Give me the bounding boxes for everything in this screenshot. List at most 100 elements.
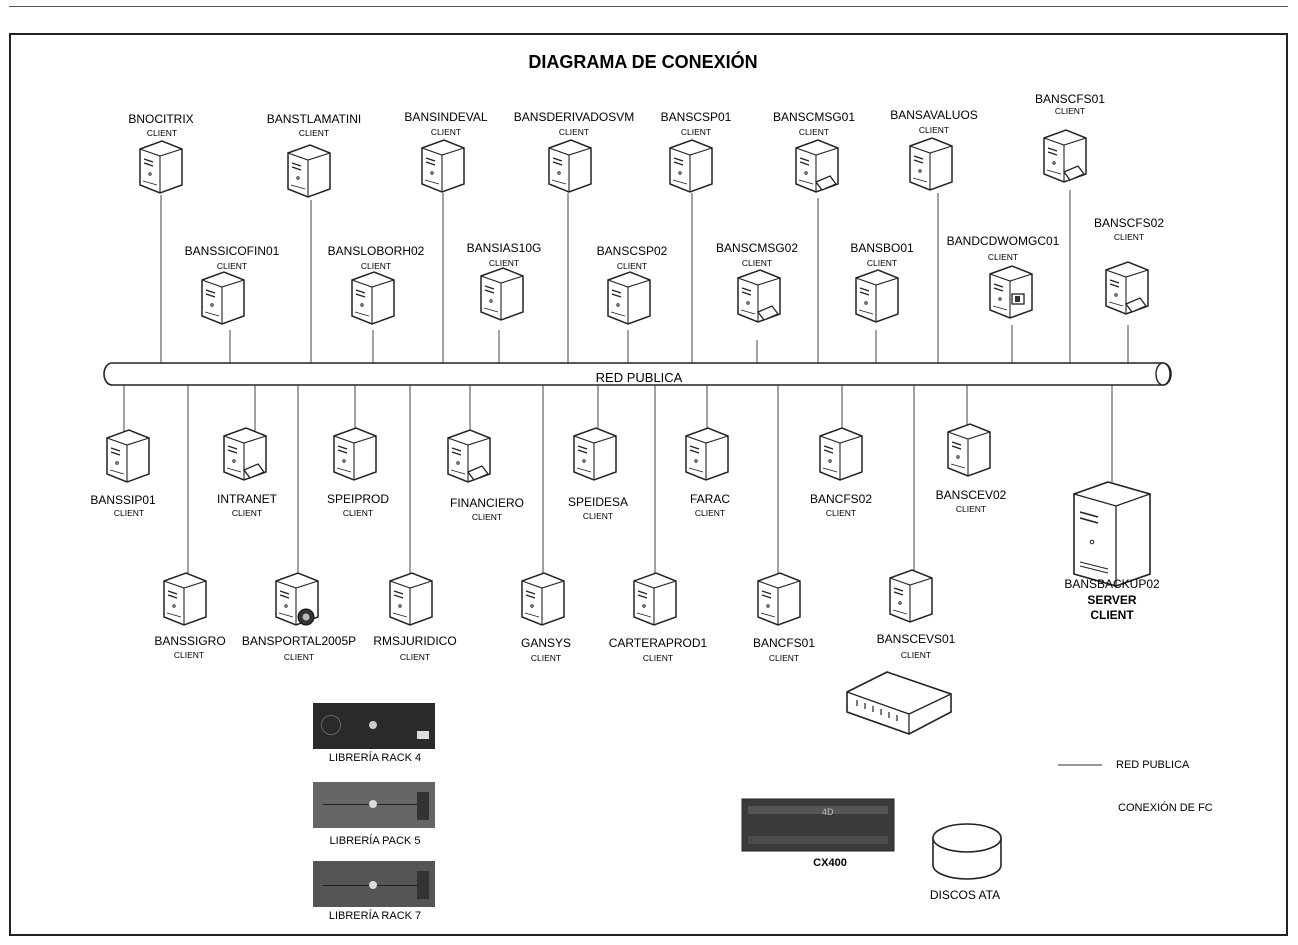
node-bansbackup02-role-server: SERVER bbox=[1087, 593, 1137, 607]
node-bansloborh02-label: BANSLOBORH02 bbox=[327, 244, 425, 258]
rack-7-image bbox=[313, 861, 435, 907]
node-bansderivadosvm-role: CLIENT bbox=[558, 127, 590, 137]
node-banscevs01-label: BANSCEVS01 bbox=[876, 632, 956, 646]
carteraprod1-server-icon bbox=[633, 572, 677, 626]
node-banssicofin01-label: BANSSICOFIN01 bbox=[184, 244, 280, 258]
diagram-frame bbox=[9, 33, 1288, 936]
banssip01-server-icon bbox=[106, 429, 150, 483]
fc-switch-icon bbox=[846, 671, 952, 735]
node-bancfs01-label: BANCFS01 bbox=[752, 636, 816, 650]
node-bansbo01-role: CLIENT bbox=[866, 258, 898, 268]
node-banscfs01-label: BANSCFS01 bbox=[1034, 92, 1106, 106]
node-bansderivadosvm-label: BANSDERIVADOSVM bbox=[513, 110, 635, 124]
node-intranet-role: CLIENT bbox=[231, 508, 263, 518]
node-intranet-label: INTRANET bbox=[217, 492, 277, 506]
node-farac-role: CLIENT bbox=[694, 508, 726, 518]
banscsp02-server-icon bbox=[607, 271, 651, 325]
node-bansavaluos-role: CLIENT bbox=[918, 125, 950, 135]
bnocitrix-server-icon bbox=[139, 140, 183, 194]
legend-conexion-fc: CONEXIÓN DE FC bbox=[1118, 802, 1213, 814]
node-banssip01-role: CLIENT bbox=[113, 508, 145, 518]
node-banscmsg01-role: CLIENT bbox=[798, 127, 830, 137]
node-speidesa-role: CLIENT bbox=[582, 511, 614, 521]
node-speiprod-role: CLIENT bbox=[342, 508, 374, 518]
node-bancfs02-role: CLIENT bbox=[825, 508, 857, 518]
speiprod-server-icon bbox=[333, 427, 377, 481]
rack-5-label: LIBRERÍA PACK 5 bbox=[329, 835, 421, 847]
node-banscfs01-role: CLIENT bbox=[1054, 106, 1086, 116]
cx400-label: CX400 bbox=[813, 857, 847, 869]
banssicofin01-server-icon bbox=[201, 271, 245, 325]
node-banscmsg01-label: BANSCMSG01 bbox=[772, 110, 856, 124]
node-rmsjuridico-label: RMSJURIDICO bbox=[373, 634, 457, 648]
node-bansbo01-label: BANSBO01 bbox=[850, 241, 914, 255]
node-financiero-role: CLIENT bbox=[471, 512, 503, 522]
node-banscevs01-role: CLIENT bbox=[900, 650, 932, 660]
banscev02-server-icon bbox=[947, 423, 991, 477]
page-top-rule bbox=[9, 6, 1288, 7]
node-bansportal2005p-role: CLIENT bbox=[283, 652, 315, 662]
bansderivadosvm-server-icon bbox=[548, 139, 592, 193]
node-bansindeval-label: BANSINDEVAL bbox=[404, 110, 488, 124]
gansys-server-icon bbox=[521, 572, 565, 626]
node-bandcdwomgc01-role: CLIENT bbox=[987, 252, 1019, 262]
node-banssigro-label: BANSSIGRO bbox=[154, 634, 226, 648]
node-banssigro-role: CLIENT bbox=[173, 650, 205, 660]
bandcdwomgc01-server-icon bbox=[989, 265, 1033, 319]
node-speiprod-label: SPEIPROD bbox=[326, 492, 390, 506]
node-carteraprod1-label: CARTERAPROD1 bbox=[608, 636, 708, 650]
banssigro-server-icon bbox=[163, 572, 207, 626]
farac-server-icon bbox=[685, 427, 729, 481]
red-publica-bus-label: RED PUBLICA bbox=[595, 370, 683, 385]
rack-4-image bbox=[313, 703, 435, 749]
diagram-title: DIAGRAMA DE CONEXIÓN bbox=[0, 52, 1298, 73]
node-banscev02-label: BANSCEV02 bbox=[935, 488, 1007, 502]
bansbo01-server-icon bbox=[855, 269, 899, 323]
banscevs01-server-icon bbox=[889, 569, 933, 623]
node-banscsp01-role: CLIENT bbox=[680, 127, 712, 137]
node-banscsp02-label: BANSCSP02 bbox=[596, 244, 668, 258]
node-banssicofin01-role: CLIENT bbox=[216, 261, 248, 271]
rack-5-image bbox=[313, 782, 435, 828]
bansavaluos-server-icon bbox=[909, 137, 953, 191]
bancfs01-server-icon bbox=[757, 572, 801, 626]
node-bansportal2005p-label: BANSPORTAL2005P bbox=[241, 634, 357, 648]
node-banscfs02-role: CLIENT bbox=[1113, 232, 1145, 242]
node-gansys-label: GANSYS bbox=[520, 636, 572, 650]
node-bancfs01-role: CLIENT bbox=[768, 653, 800, 663]
diagram-title-text: DIAGRAMA DE CONEXIÓN bbox=[528, 52, 758, 72]
discos-ata-icon bbox=[932, 823, 1002, 880]
node-bansindeval-role: CLIENT bbox=[430, 127, 462, 137]
banstlamatini-server-icon bbox=[287, 144, 331, 198]
legend-red-publica: RED PUBLICA bbox=[1116, 759, 1190, 771]
node-bansloborh02-role: CLIENT bbox=[360, 261, 392, 271]
node-banstlamatini-label: BANSTLAMATINI bbox=[266, 112, 362, 126]
node-banscsp02-role: CLIENT bbox=[616, 261, 648, 271]
node-banscsp01-label: BANSCSP01 bbox=[660, 110, 732, 124]
node-bandcdwomgc01-label: BANDCDWOMGC01 bbox=[946, 234, 1060, 248]
bansindeval-server-icon bbox=[421, 139, 465, 193]
node-carteraprod1-role: CLIENT bbox=[642, 653, 674, 663]
banscmsg02-server-icon bbox=[737, 269, 781, 323]
node-banscev02-role: CLIENT bbox=[955, 504, 987, 514]
node-bansbackup02-label: BANSBACKUP02 bbox=[1064, 577, 1160, 591]
banscsp01-server-icon bbox=[669, 139, 713, 193]
banscmsg01-server-icon bbox=[795, 139, 839, 193]
svg-text:4D: 4D bbox=[822, 807, 834, 817]
bansbackup02-server-icon bbox=[1073, 481, 1151, 587]
node-banscmsg02-label: BANSCMSG02 bbox=[715, 241, 799, 255]
node-banscmsg02-role: CLIENT bbox=[741, 258, 773, 268]
rack-4-label: LIBRERÍA RACK 4 bbox=[328, 752, 422, 764]
node-gansys-role: CLIENT bbox=[530, 653, 562, 663]
node-banstlamatini-role: CLIENT bbox=[298, 128, 330, 138]
bansportal2005p-server-icon bbox=[275, 572, 319, 626]
node-bansavaluos-label: BANSAVALUOS bbox=[890, 108, 978, 122]
node-rmsjuridico-role: CLIENT bbox=[399, 652, 431, 662]
node-bnocitrix-role: CLIENT bbox=[146, 128, 178, 138]
node-speidesa-label: SPEIDESA bbox=[567, 495, 629, 509]
node-banssip01-label: BANSSIP01 bbox=[90, 493, 156, 507]
bansloborh02-server-icon bbox=[351, 271, 395, 325]
node-bnocitrix-label: BNOCITRIX bbox=[128, 112, 194, 126]
